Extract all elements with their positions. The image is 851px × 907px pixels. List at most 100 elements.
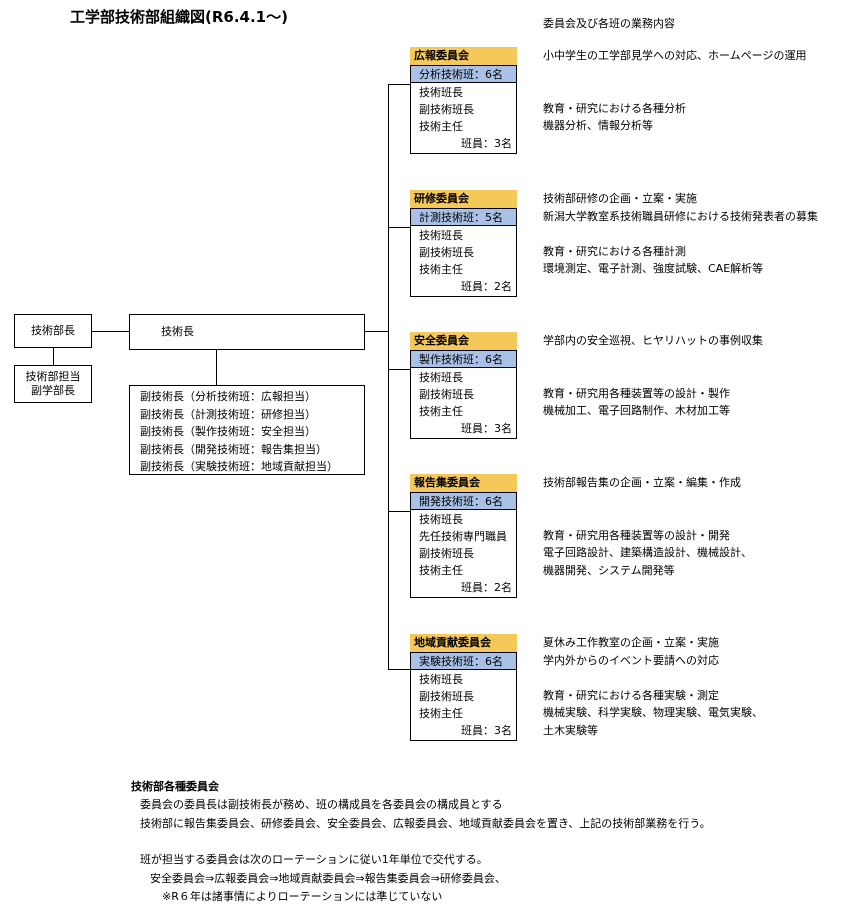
branch-line xyxy=(388,227,410,228)
connector xyxy=(92,331,129,332)
duty-line: 技術部研修の企画・立案・実施 xyxy=(543,192,697,205)
chief-box: 技術長 xyxy=(129,314,365,350)
duty-line: 教育・研究における各種計測 xyxy=(543,244,686,258)
team-members-box: 技術班長 副技術班長 技術主任 班員：2名 xyxy=(410,225,517,297)
duty-line: 機械加工、電子回路制作、木材加工等 xyxy=(543,404,730,417)
deputy-row: 副技術長（計測技術班：研修担当） xyxy=(140,407,316,421)
duty-line: 機械実験、科学実験、物理実験、電気実験、 xyxy=(543,706,763,719)
member-role: 技術主任 xyxy=(419,405,463,418)
member-role: 先任技術専門職員 xyxy=(419,530,507,543)
member-role: 技術主任 xyxy=(419,707,463,720)
connector xyxy=(365,331,388,332)
notes-heading: 技術部各種委員会 xyxy=(131,780,219,793)
duty-line: 土木実験等 xyxy=(543,723,598,737)
committee-header: 広報委員会 xyxy=(410,47,517,65)
duties-block: 学部内の安全巡視、ヒヤリハットの事例収集 教育・研究用各種装置等の設計・製作 機… xyxy=(543,332,763,420)
member-count: 班員：2名 xyxy=(461,280,512,293)
duties-block: 小中学生の工学部見学への対応、ホームページの運用 教育・研究における各種分析 機… xyxy=(543,47,806,135)
member-role: 技術班長 xyxy=(419,86,463,99)
member-role: 副技術班長 xyxy=(419,388,474,401)
deputy-row: 副技術長（製作技術班：安全担当） xyxy=(140,425,316,438)
member-role: 副技術班長 xyxy=(419,103,474,116)
member-role: 副技術班長 xyxy=(419,246,474,259)
trunk-line xyxy=(388,84,389,669)
member-count: 班員：3名 xyxy=(461,137,512,150)
duty-line: 教育・研究用各種装置等の設計・開発 xyxy=(543,528,730,542)
duty-line xyxy=(543,509,752,527)
deputy-list-box: 副技術長（分析技術班：広報担当） 副技術長（計測技術班：研修担当） 副技術長（製… xyxy=(129,385,365,475)
team-header: 製作技術班：6名 xyxy=(410,350,517,368)
committee-header: 報告集委員会 xyxy=(410,474,517,492)
duty-line xyxy=(543,367,763,385)
notes-block: 委員会の委員長は副技術長が務め、班の構成員を各委員会の構成員とする 技術部に報告… xyxy=(140,796,711,907)
connector xyxy=(216,350,217,385)
duty-line: 学部内の安全巡視、ヒヤリハットの事例収集 xyxy=(543,334,763,347)
member-role: 副技術班長 xyxy=(419,690,474,703)
duty-line: 機器開発、システム開発等 xyxy=(543,563,675,577)
duty-line xyxy=(543,492,752,510)
member-count: 班員：2名 xyxy=(461,581,512,594)
duty-line: 教育・研究における各種実験・測定 xyxy=(543,688,719,702)
note-line: 班が担当する委員会は次のローテーションに従い1年単位で交代する。 xyxy=(140,853,488,866)
dept-head-box: 技術部長 xyxy=(14,314,92,348)
team-members-box: 技術班長 副技術班長 技術主任 班員：3名 xyxy=(410,669,517,741)
deputy-dean-label: 技術部担当 副学部長 xyxy=(25,370,81,397)
committee-header: 地域貢献委員会 xyxy=(410,634,517,652)
team-header: 分析技術班：6名 xyxy=(410,65,517,83)
member-role: 技術主任 xyxy=(419,263,463,276)
member-role: 技術班長 xyxy=(419,513,463,526)
branch-line xyxy=(388,369,410,370)
member-role: 技術主任 xyxy=(419,120,463,133)
committee-header: 安全委員会 xyxy=(410,332,517,350)
team-header: 開発技術班：6名 xyxy=(410,492,517,510)
member-count: 班員：3名 xyxy=(461,724,512,737)
dept-head-label: 技術部長 xyxy=(31,324,75,337)
note-line: ※R６年は諸事情によりローテーションには準じていない xyxy=(162,890,443,903)
chief-label: 技術長 xyxy=(161,325,194,338)
duty-line: 技術部報告集の企画・立案・編集・作成 xyxy=(543,476,741,489)
note-line xyxy=(140,833,711,851)
note-line: 技術部に報告集委員会、研修委員会、安全委員会、広報委員会、地域貢献委員会を置き、… xyxy=(140,816,711,830)
team-members-box: 技術班長 副技術班長 技術主任 班員：3名 xyxy=(410,82,517,154)
branch-line xyxy=(388,84,410,85)
deputy-row: 副技術長（開発技術班：報告集担当） xyxy=(140,442,327,456)
duties-block: 技術部報告集の企画・立案・編集・作成 教育・研究用各種装置等の設計・開発 電子回… xyxy=(543,474,752,579)
duty-line: 学内外からのイベント要請への対応 xyxy=(543,653,719,667)
duty-line xyxy=(543,65,806,83)
duty-line xyxy=(543,82,806,100)
member-role: 副技術班長 xyxy=(419,547,474,560)
member-role: 技術主任 xyxy=(419,564,463,577)
duty-line xyxy=(543,225,818,243)
page-title: 工学部技術部組織図(R6.4.1〜) xyxy=(70,8,288,26)
branch-line xyxy=(388,669,410,670)
member-role: 技術班長 xyxy=(419,371,463,384)
note-line: 委員会の委員長は副技術長が務め、班の構成員を各委員会の構成員とする xyxy=(140,798,503,811)
duties-block: 夏休み工作教室の企画・立案・実施 学内外からのイベント要請への対応 教育・研究に… xyxy=(543,634,763,739)
duty-line: 新潟大学教室系技術職員研修における技術発表者の募集 xyxy=(543,209,818,223)
duty-line: 教育・研究における各種分析 xyxy=(543,101,686,115)
deputy-row: 副技術長（実験技術班：地域貢献担当） xyxy=(140,460,338,473)
team-header: 実験技術班：6名 xyxy=(410,652,517,670)
duty-line: 小中学生の工学部見学への対応、ホームページの運用 xyxy=(543,49,807,62)
member-count: 班員：3名 xyxy=(461,422,512,435)
duty-line xyxy=(543,669,763,687)
duties-block: 技術部研修の企画・立案・実施 新潟大学教室系技術職員研修における技術発表者の募集… xyxy=(543,190,818,278)
note-line: 安全委員会⇒広報委員会⇒地域貢献委員会⇒報告集委員会⇒研修委員会、 xyxy=(150,871,506,885)
duty-line: 夏休み工作教室の企画・立案・実施 xyxy=(543,636,719,649)
team-members-box: 技術班長 先任技術専門職員 副技術班長 技術主任 班員：2名 xyxy=(410,509,517,598)
branch-line xyxy=(388,511,410,512)
member-role: 技術班長 xyxy=(419,673,463,686)
connector xyxy=(53,348,54,365)
deputy-row: 副技術長（分析技術班：広報担当） xyxy=(140,390,316,403)
committee-header: 研修委員会 xyxy=(410,190,517,208)
duty-line: 電子回路設計、建築構造設計、機械設計、 xyxy=(543,546,752,559)
member-role: 技術班長 xyxy=(419,229,463,242)
team-members-box: 技術班長 副技術班長 技術主任 班員：3名 xyxy=(410,367,517,439)
duties-header: 委員会及び各班の業務内容 xyxy=(543,17,675,30)
duty-line xyxy=(543,350,763,368)
duty-line: 環境測定、電子計測、強度試験、CAE解析等 xyxy=(543,262,764,275)
team-header: 計測技術班：5名 xyxy=(410,208,517,226)
duty-line: 機器分析、情報分析等 xyxy=(543,119,653,132)
deputy-dean-box: 技術部担当 副学部長 xyxy=(14,365,92,403)
duty-line: 教育・研究用各種装置等の設計・製作 xyxy=(543,386,730,400)
